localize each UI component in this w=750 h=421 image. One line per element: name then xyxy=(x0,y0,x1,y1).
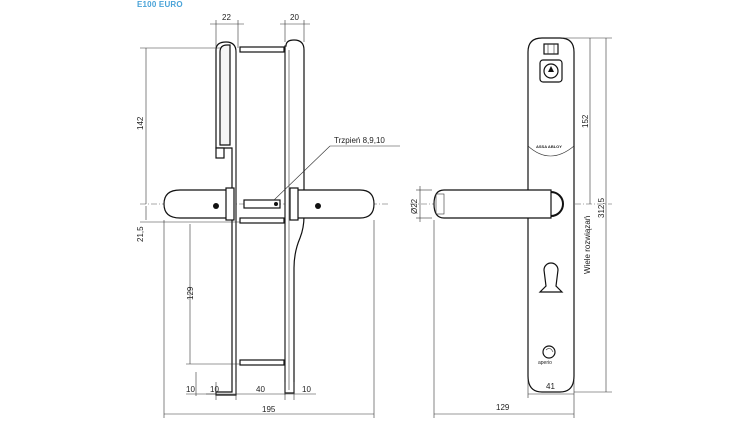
dim-142: 142 xyxy=(136,116,145,130)
side-label: Wiele rozwiązań xyxy=(583,216,592,274)
dim-bottom-10-b: 10 xyxy=(210,385,219,394)
plate-brand-label: ASSA ABLOY xyxy=(536,144,562,149)
dim-bottom-10-c: 10 xyxy=(302,385,311,394)
dim-top-left: 22 xyxy=(222,13,231,22)
dim-41: 41 xyxy=(546,382,555,391)
dim-152: 152 xyxy=(581,114,590,128)
dim-129-left: 129 xyxy=(186,286,195,300)
dim-129-right: 129 xyxy=(496,403,510,412)
logo-label: aperio xyxy=(538,360,552,366)
dim-top-right: 20 xyxy=(290,13,299,22)
dim-bottom-40: 40 xyxy=(256,385,265,394)
dim-312-5: 312,5 xyxy=(597,197,606,218)
dim-21-5: 21,5 xyxy=(136,226,145,242)
callout-label: Trzpień 8,9,10 xyxy=(334,136,385,145)
dim-diameter-22: Ø22 xyxy=(410,198,419,214)
side-view xyxy=(140,20,400,418)
dim-195: 195 xyxy=(262,405,276,414)
page-title: E100 EURO xyxy=(137,0,183,9)
front-view xyxy=(410,37,612,393)
dim-bottom-10-a: 10 xyxy=(186,385,195,394)
